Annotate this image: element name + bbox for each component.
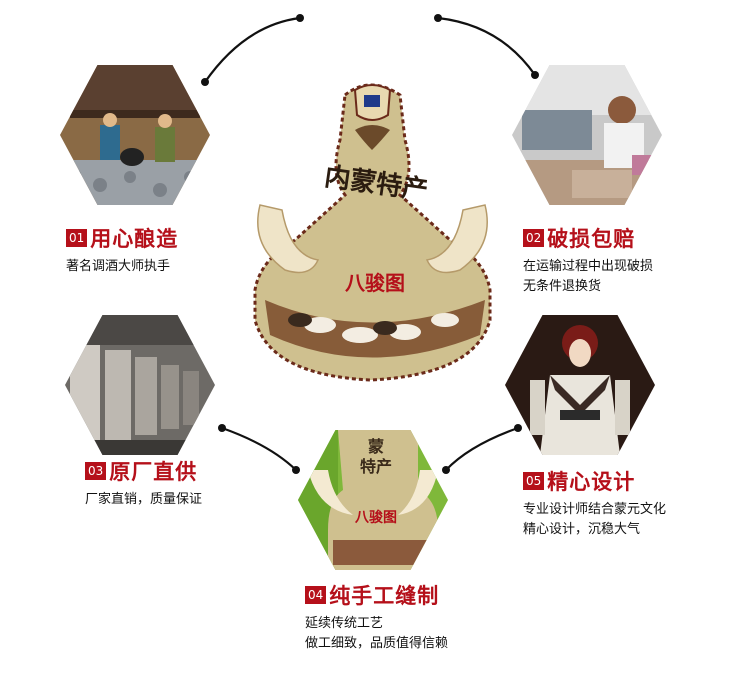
product-bottle: 内蒙特产 八骏图 bbox=[240, 80, 505, 385]
hex-image-shipping bbox=[512, 65, 662, 205]
feature-number: 01 bbox=[66, 229, 88, 247]
svg-text:八骏图: 八骏图 bbox=[354, 509, 397, 526]
feature-title: 纯手工缝制 bbox=[329, 583, 440, 608]
feature-damage-compensation: 02 破损包赔 在运输过程中出现破损 无条件退换货 bbox=[523, 223, 653, 297]
feature-desc-line: 无条件退换货 bbox=[523, 279, 602, 294]
feature-number: 02 bbox=[523, 229, 545, 247]
feature-brewing: 01 用心酿造 著名调酒大师执手 bbox=[66, 223, 178, 277]
feature-title: 用心酿造 bbox=[90, 226, 179, 251]
feature-title: 破损包赔 bbox=[547, 226, 636, 251]
feature-title: 原厂直供 bbox=[109, 459, 198, 484]
bottle-label-name: 八骏图 bbox=[345, 271, 405, 295]
feature-number: 03 bbox=[85, 462, 107, 480]
feature-desc-line: 专业设计师结合蒙元文化 bbox=[523, 502, 667, 517]
feature-desc-line: 在运输过程中出现破损 bbox=[523, 259, 654, 274]
feature-title: 精心设计 bbox=[547, 469, 636, 494]
feature-desc-line: 精心设计，沉稳大气 bbox=[523, 522, 641, 537]
feature-desc-line: 厂家直销，质量保证 bbox=[85, 492, 203, 507]
feature-design: 05 精心设计 专业设计师结合蒙元文化 精心设计，沉稳大气 bbox=[523, 466, 666, 540]
feature-number: 05 bbox=[523, 472, 545, 490]
hex-image-design bbox=[505, 315, 655, 455]
feature-desc-line: 著名调酒大师执手 bbox=[66, 259, 171, 274]
svg-text:蒙: 蒙 bbox=[368, 437, 384, 456]
feature-handmade: 04 纯手工缝制 延续传统工艺 做工细致，品质值得信赖 bbox=[305, 580, 448, 654]
feature-desc-line: 做工细致，品质值得信赖 bbox=[305, 636, 449, 651]
feature-factory-direct: 03 原厂直供 厂家直销，质量保证 bbox=[85, 456, 202, 510]
svg-text:特产: 特产 bbox=[360, 457, 392, 476]
feature-number: 04 bbox=[305, 586, 327, 604]
feature-desc-line: 延续传统工艺 bbox=[305, 616, 384, 631]
